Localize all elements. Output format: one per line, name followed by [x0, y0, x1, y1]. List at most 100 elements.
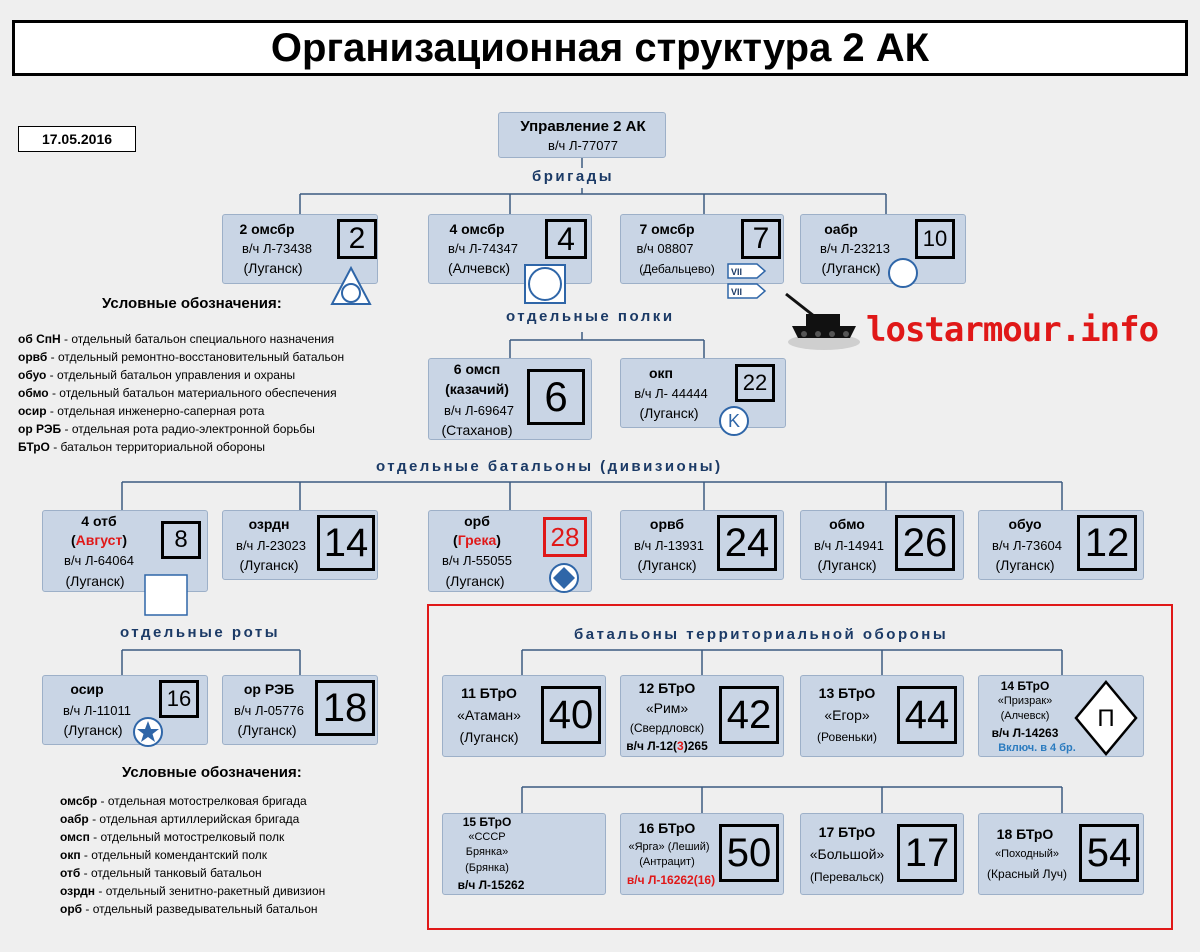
square-circle-icon — [524, 264, 566, 304]
section-battalions: отдельные батальоны (дивизионы) — [376, 458, 723, 475]
unit-battalion-obmo: обмо в/ч Л-14941 (Луганск) 26 — [800, 510, 964, 580]
unit-regiment-okp: окп в/ч Л- 44444 (Луганск) 22 — [620, 358, 786, 428]
unit-number-code: в/ч Л-23213 — [820, 241, 890, 256]
hq-box: Управление 2 АК в/ч Л-77077 — [498, 112, 666, 158]
unit-location: (Луганск) — [445, 573, 505, 589]
unit-location: (Алчевск) — [447, 260, 511, 276]
unit-name: орвб — [649, 516, 685, 532]
unit-name: 7 омсбр — [639, 221, 695, 237]
unit-nickname: «Рим» — [645, 700, 689, 716]
unit-name: оабр — [824, 221, 858, 237]
unit-btro-13: 13 БТрО «Егор» (Ровеньки) 44 — [800, 675, 964, 757]
unit-note: Включ. в 4 бр. — [998, 742, 1076, 754]
legend1-item: орвб - отдельный ремонтно-восстановитель… — [18, 350, 345, 364]
legend1-item: ор РЭБ - отдельная рота радио-электронно… — [18, 422, 315, 436]
unit-badge: 16 — [159, 680, 199, 718]
diamond-symbol-letter: П — [1097, 705, 1114, 732]
unit-name: окп — [648, 365, 674, 381]
unit-location: (Красный Луч) — [987, 867, 1067, 881]
unit-number-code: в/ч Л-15262 — [457, 878, 525, 892]
unit-battalion-obuo: обуо в/ч Л-73604 (Луганск) 12 — [978, 510, 1144, 580]
title-frame: Организационная структура 2 АК — [12, 20, 1188, 76]
legend2-item: омсп - отдельный мотострелковый полк — [60, 830, 285, 844]
unit-nickname: (Грека) — [453, 532, 501, 548]
legend2-item: окп - отдельный комендантский полк — [60, 848, 268, 862]
unit-name: 16 БТрО — [638, 820, 696, 836]
unit-location: (Алчевск) — [1000, 710, 1050, 722]
legend1-item: об СпН - отдельный батальон специального… — [18, 332, 335, 346]
unit-btro-18: 18 БТрО «Походный» (Красный Луч) 54 — [978, 813, 1144, 895]
section-regiments: отдельные полки — [506, 308, 675, 325]
unit-badge: 2 — [337, 219, 377, 259]
unit-location: (Луганск) — [459, 729, 519, 745]
unit-location: (Луганск) — [65, 573, 125, 589]
unit-number-code: в/ч Л-55055 — [442, 553, 512, 568]
date-label: 17.05.2016 — [18, 126, 136, 152]
unit-nickname-extra: Брянка» — [465, 846, 509, 858]
unit-name: обмо — [829, 516, 865, 532]
unit-btro-16: 16 БТрО «Ярга» (Леший) (Антрацит) в/ч Л-… — [620, 813, 784, 895]
unit-number-code: в/ч 08807 — [636, 241, 694, 256]
legend1-title: Условные обозначения: — [102, 295, 282, 312]
unit-badge: 17 — [897, 824, 957, 882]
star-icon — [133, 717, 163, 747]
unit-location: (Луганск) — [639, 405, 699, 421]
unit-number-code: в/ч Л-64064 — [64, 553, 134, 568]
commandant-k-icon: K — [719, 406, 749, 436]
legend2-item: орб - отдельный разведывательный батальо… — [60, 902, 318, 916]
unit-brigade-4: 4 омсбр в/ч Л-74347 (Алчевск) 4 — [428, 214, 592, 284]
unit-number-code: в/ч Л-12(3)265 — [626, 739, 708, 753]
unit-battalion-ozrdn: озрдн в/ч Л-23023 (Луганск) 14 — [222, 510, 378, 580]
unit-number-code: в/ч Л-73604 — [992, 538, 1062, 553]
unit-number-code: в/ч Л-11011 — [63, 703, 131, 718]
unit-company-osir: осир в/ч Л-11011 (Луганск) 16 — [42, 675, 208, 745]
unit-name-extra: (казачий) — [445, 381, 509, 397]
unit-name: обуо — [1008, 516, 1042, 532]
unit-nickname: «Атаман» — [457, 707, 521, 723]
unit-btro-12: 12 БТрО «Рим» (Свердловск) в/ч Л-12(3)26… — [620, 675, 784, 757]
unit-badge: 18 — [315, 680, 375, 736]
unit-name: 4 отб — [81, 513, 117, 529]
unit-number-code: в/ч Л- 44444 — [634, 386, 708, 401]
unit-name: 12 БТрО — [638, 680, 696, 696]
unit-badge: 44 — [897, 686, 957, 744]
section-territorial: батальоны территориальной обороны — [574, 626, 949, 643]
unit-number-code: в/ч Л-13931 — [634, 538, 704, 553]
unit-name: осир — [70, 681, 104, 697]
unit-badge: 50 — [719, 824, 779, 882]
unit-location: (Луганск) — [237, 722, 297, 738]
unit-location: (Антрацит) — [639, 856, 695, 868]
section-companies: отдельные роты — [120, 624, 281, 641]
unit-btro-17: 17 БТрО «Большой» (Перевальск) 17 — [800, 813, 964, 895]
unit-location: (Луганск) — [243, 260, 303, 276]
unit-badge: 7 — [741, 219, 781, 259]
unit-brigade-oabr: оабр в/ч Л-23213 (Луганск) 10 — [800, 214, 966, 284]
flag-label-1: VII — [731, 267, 742, 277]
commandant-symbol-letter: K — [728, 411, 740, 431]
circle-icon — [888, 258, 918, 288]
unit-number-code: в/ч Л-74347 — [448, 241, 518, 256]
unit-badge: 42 — [719, 686, 779, 744]
unit-badge: 6 — [527, 369, 585, 425]
unit-number-code: в/ч Л-73438 — [242, 241, 312, 256]
unit-name: 4 омсбр — [449, 221, 505, 237]
unit-number-code: в/ч Л-23023 — [236, 538, 306, 553]
unit-badge: 54 — [1079, 824, 1139, 882]
legend2-item: озрдн - отдельный зенитно-ракетный дивиз… — [60, 884, 326, 898]
unit-name: ор РЭБ — [243, 681, 295, 697]
legend1-item: обмо - отдельный батальон материального … — [18, 386, 337, 400]
unit-name: 14 БТрО — [1000, 679, 1050, 693]
unit-name: 13 БТрО — [818, 685, 876, 701]
unit-location: (Стаханов) — [441, 422, 513, 438]
unit-location: (Луганск) — [995, 557, 1055, 573]
legend2-item: омсбр - отдельная мотострелковая бригада — [60, 794, 307, 808]
unit-badge: 12 — [1077, 515, 1137, 571]
unit-name: 15 БТрО — [462, 815, 512, 829]
unit-nickname: (Август) — [71, 532, 127, 548]
unit-name: орб — [464, 513, 490, 529]
flag-label-2: VII — [731, 287, 742, 297]
unit-btro-11: 11 БТрО «Атаман» (Луганск) 40 — [442, 675, 606, 757]
unit-number-code: в/ч Л-69647 — [444, 403, 514, 418]
mechanized-triangle-icon — [330, 266, 372, 305]
